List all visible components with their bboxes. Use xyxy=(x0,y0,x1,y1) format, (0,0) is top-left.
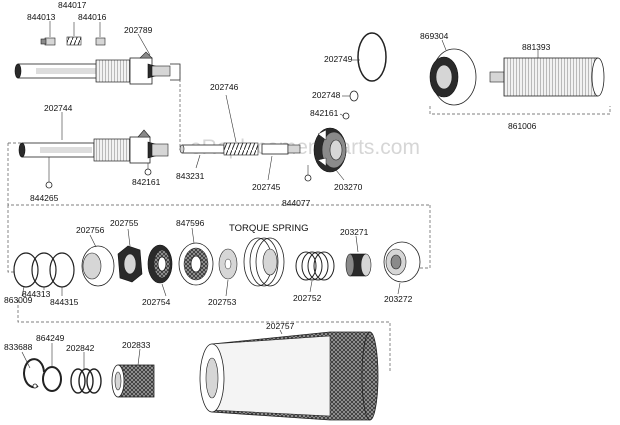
part-202745-plunger xyxy=(261,143,301,155)
part-202746-spring xyxy=(223,142,259,156)
callout-843231: 843231 xyxy=(176,171,205,181)
callout-844313: 844313 xyxy=(22,289,51,299)
callout-881393: 881393 xyxy=(522,42,551,52)
callout-861006: 861006 xyxy=(508,121,537,131)
part-844265-ball xyxy=(45,181,53,189)
callout-864249: 864249 xyxy=(36,333,65,343)
bracket-861006 xyxy=(429,106,611,115)
part-847596-thrust-bearing xyxy=(178,242,214,286)
callout-202757: 202757 xyxy=(266,321,295,331)
part-202744-shaft-assembly xyxy=(18,129,169,164)
callout-202744: 202744 xyxy=(44,103,73,113)
part-203272-cap xyxy=(383,241,421,283)
callout-202748: 202748 xyxy=(312,90,341,100)
part-202749-ring xyxy=(357,32,387,82)
callout-202752: 202752 xyxy=(293,293,322,303)
part-842161-ball-2 xyxy=(342,112,350,120)
callout-202746: 202746 xyxy=(210,82,239,92)
callout-202756: 202756 xyxy=(76,225,105,235)
part-864249-washer xyxy=(42,366,62,392)
part-202748-seal xyxy=(349,90,359,102)
callout-844016: 844016 xyxy=(78,12,107,22)
callout-torque-spring: TORQUE SPRING xyxy=(229,223,309,234)
part-202752-spring xyxy=(295,251,335,281)
part-202833-knurled-sleeve xyxy=(111,364,155,398)
part-202842-o-rings xyxy=(70,368,102,394)
part-844013-screw xyxy=(40,37,56,46)
part-844017-spring xyxy=(66,36,82,46)
callout-844017: 844017 xyxy=(58,0,87,10)
part-202757-grip xyxy=(199,331,379,421)
callout-844013: 844013 xyxy=(27,12,56,22)
part-202756-bushing xyxy=(81,245,115,287)
part-202789-shaft-assembly xyxy=(14,51,181,85)
part-844077-ball xyxy=(304,174,312,182)
callout-202754: 202754 xyxy=(142,297,171,307)
part-202753-washer xyxy=(218,248,238,280)
callout-202753: 202753 xyxy=(208,297,237,307)
callout-842161-a: 842161 xyxy=(132,177,161,187)
part-torque-spring xyxy=(243,237,285,287)
callout-869304: 869304 xyxy=(420,31,449,41)
callout-202749: 202749 xyxy=(324,54,353,64)
callout-202833: 202833 xyxy=(122,340,151,350)
part-203271-cup xyxy=(345,253,372,277)
callout-847596: 847596 xyxy=(176,218,205,228)
part-869304-cap xyxy=(429,48,477,106)
part-202755-nut xyxy=(117,245,143,283)
part-844016-plug xyxy=(95,37,106,46)
part-833688-retaining-ring xyxy=(23,358,45,389)
callout-863009: 863009 xyxy=(4,295,33,305)
callout-202842: 202842 xyxy=(66,343,95,353)
callout-844077: 844077 xyxy=(282,198,311,208)
callout-202789: 202789 xyxy=(124,25,153,35)
part-881393-housing xyxy=(489,57,605,97)
callout-202745: 202745 xyxy=(252,182,281,192)
callout-844315: 844315 xyxy=(50,297,79,307)
callout-203270: 203270 xyxy=(334,182,363,192)
callout-203271: 203271 xyxy=(340,227,369,237)
callout-202755: 202755 xyxy=(110,218,139,228)
part-843231-pin xyxy=(179,144,225,154)
part-202754-bearing xyxy=(147,244,173,284)
callout-833688: 833688 xyxy=(4,342,33,352)
callout-203272: 203272 xyxy=(384,294,413,304)
part-842161-ball xyxy=(144,168,152,176)
part-203270-clutch xyxy=(313,127,347,173)
callout-844265: 844265 xyxy=(30,193,59,203)
part-o-rings xyxy=(13,252,75,288)
callout-842161-b: 842161 xyxy=(310,108,339,118)
